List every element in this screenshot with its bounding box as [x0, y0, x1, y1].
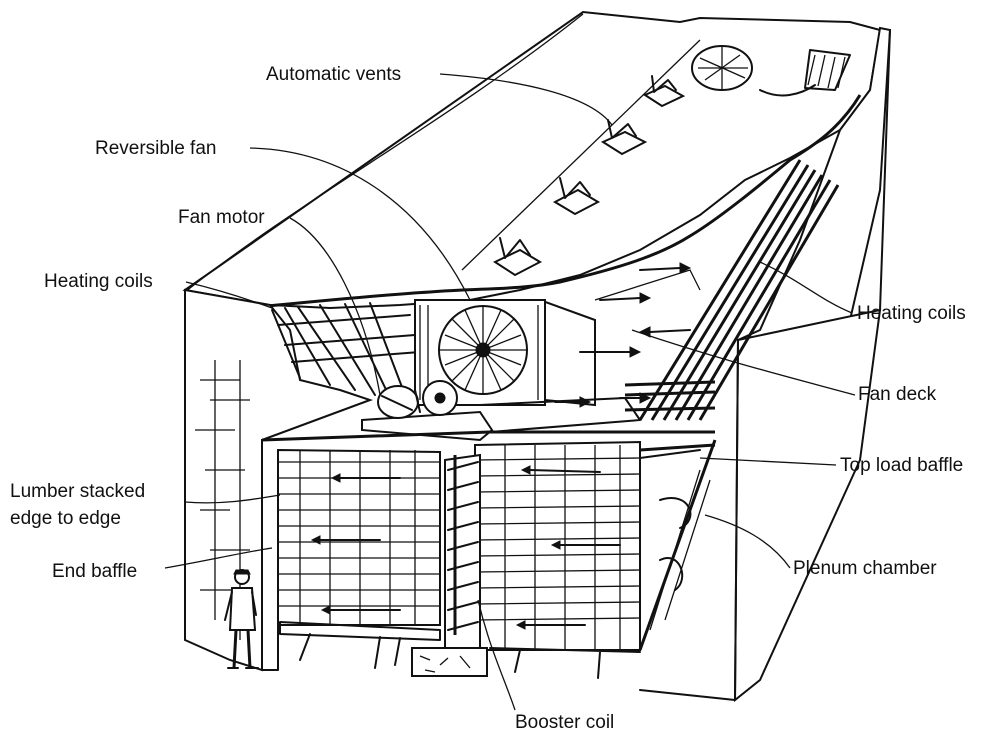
- automatic-vents: [492, 75, 686, 277]
- airflow-arrows: [554, 262, 692, 408]
- internal-airflow-arrows: [310, 465, 621, 630]
- booster-coil: [411, 453, 488, 677]
- label-reversible-fan: Reversible fan: [95, 138, 216, 159]
- label-automatic-vents: Automatic vents: [266, 64, 401, 85]
- vent-4: [642, 75, 686, 108]
- label-plenum-chamber: Plenum chamber: [793, 558, 937, 579]
- label-top-load-baffle: Top load baffle: [840, 455, 963, 476]
- label-fan-motor: Fan motor: [178, 207, 265, 228]
- lumber-stack-right: [474, 440, 641, 679]
- labels: Automatic vents Reversible fan Fan motor…: [10, 64, 966, 733]
- reversible-fan: [414, 299, 596, 407]
- label-fan-deck: Fan deck: [858, 384, 937, 405]
- label-heating-coils-right: Heating coils: [857, 303, 966, 324]
- label-booster-coil: Booster coil: [515, 712, 614, 733]
- right-heating-coils: [624, 159, 840, 421]
- label-end-baffle: End baffle: [52, 561, 137, 582]
- plenum-chamber: [638, 439, 717, 651]
- left-heating-coils: [271, 302, 421, 399]
- fan-deck: [479, 269, 701, 433]
- vent-1: [492, 237, 543, 277]
- far-end-fan: [691, 45, 851, 97]
- top-load-baffle: [639, 443, 716, 459]
- label-heating-coils-left: Heating coils: [44, 271, 153, 292]
- vent-2: [552, 177, 601, 216]
- label-lumber-line1: Lumber stacked: [10, 481, 145, 502]
- leader-lines: [164, 73, 856, 711]
- left-end-wall: [184, 288, 374, 672]
- vent-3: [600, 119, 648, 156]
- label-lumber-line2: edge to edge: [10, 508, 121, 529]
- lumber-stack-left: [277, 448, 441, 669]
- person-figure: [224, 569, 259, 669]
